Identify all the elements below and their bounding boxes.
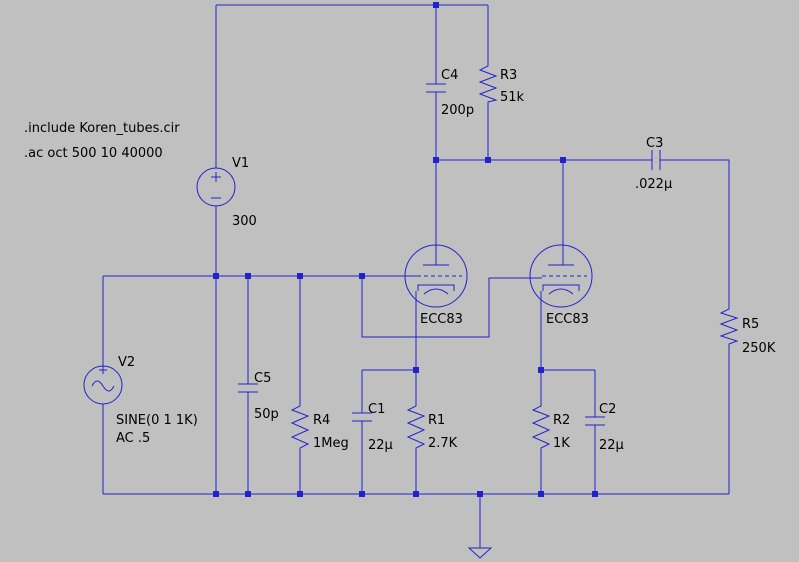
junction-dot — [359, 491, 365, 497]
junction-dot — [297, 491, 303, 497]
junction-dot — [538, 367, 544, 373]
u1-model-label[interactable]: ECC83 — [420, 312, 463, 327]
v1-ref-label[interactable]: V1 — [232, 156, 249, 171]
v2-ac-label[interactable]: AC .5 — [116, 431, 150, 446]
v1-value-label[interactable]: 300 — [232, 214, 257, 229]
c1-ref-label[interactable]: C1 — [368, 402, 385, 417]
junction-dot — [485, 157, 491, 163]
r1-resistor[interactable] — [406, 402, 426, 454]
r1-value-label[interactable]: 2.7K — [428, 436, 458, 451]
r2-ref-label[interactable]: R2 — [553, 413, 570, 428]
junction-dot — [433, 157, 439, 163]
junction-dot — [213, 491, 219, 497]
c3-capacitor[interactable] — [651, 150, 661, 170]
c5-ref-label[interactable]: C5 — [254, 371, 271, 386]
r2-resistor[interactable] — [531, 402, 551, 454]
v2-voltage-source[interactable] — [83, 365, 123, 405]
r2-value-label[interactable]: 1K — [553, 436, 570, 451]
c3-value-label[interactable]: .022µ — [635, 177, 672, 192]
tube-u1[interactable] — [404, 244, 468, 308]
junction-dot — [592, 491, 598, 497]
r5-ref-label[interactable]: R5 — [742, 317, 759, 332]
r3-ref-label[interactable]: R3 — [500, 68, 517, 83]
c4-value-label[interactable]: 200p — [441, 103, 474, 118]
junction-dot — [433, 2, 439, 8]
r4-value-label[interactable]: 1Meg — [313, 436, 349, 451]
wire-feedback-loop[interactable] — [361, 276, 528, 338]
r1-ref-label[interactable]: R1 — [428, 413, 445, 428]
r4-resistor[interactable] — [290, 402, 310, 454]
c2-value-label[interactable]: 22µ — [599, 438, 624, 453]
r3-value-label[interactable]: 51k — [500, 90, 525, 105]
c4-capacitor[interactable] — [426, 83, 446, 93]
v1-voltage-source[interactable] — [196, 167, 236, 207]
junction-dot — [245, 491, 251, 497]
junction-dot — [477, 491, 483, 497]
tube-u2[interactable] — [528, 244, 593, 308]
junction-dot — [413, 367, 419, 373]
v2-ref-label[interactable]: V2 — [118, 355, 135, 370]
r4-ref-label[interactable]: R4 — [313, 413, 330, 428]
spice-directive-ac[interactable]: .ac oct 500 10 40000 — [24, 146, 163, 161]
r5-resistor[interactable] — [719, 306, 739, 346]
c5-value-label[interactable]: 50p — [254, 407, 279, 422]
c1-value-label[interactable]: 22µ — [368, 438, 393, 453]
c1-capacitor[interactable] — [352, 412, 372, 422]
r3-resistor[interactable] — [478, 64, 498, 104]
u2-model-label[interactable]: ECC83 — [546, 312, 589, 327]
c2-ref-label[interactable]: C2 — [599, 402, 616, 417]
junction-dot — [413, 491, 419, 497]
junction-dot — [359, 273, 365, 279]
junction-dot — [245, 273, 251, 279]
ground-symbol[interactable] — [467, 547, 493, 559]
c5-capacitor[interactable] — [238, 383, 258, 393]
c2-capacitor[interactable] — [585, 416, 605, 426]
spice-directive-include[interactable]: .include Koren_tubes.cir — [24, 121, 180, 136]
wire-c3-out[interactable] — [660, 159, 730, 306]
v2-value-label[interactable]: SINE(0 1 1K) — [116, 413, 198, 428]
junction-dot — [213, 273, 219, 279]
junction-dot — [297, 273, 303, 279]
junctions — [213, 2, 598, 497]
c4-ref-label[interactable]: C4 — [441, 68, 458, 83]
c3-ref-label[interactable]: C3 — [646, 136, 663, 151]
r5-value-label[interactable]: 250K — [742, 341, 776, 356]
junction-dot — [560, 157, 566, 163]
junction-dot — [538, 491, 544, 497]
